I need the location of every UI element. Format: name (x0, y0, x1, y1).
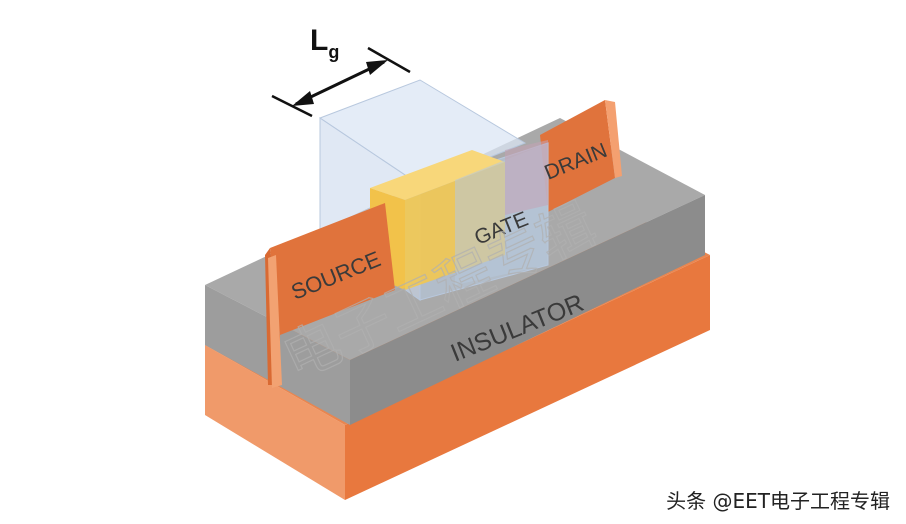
channel-top (370, 150, 505, 200)
source-fin-front (270, 203, 395, 335)
drain-overlap-tint (505, 140, 548, 215)
dimension-tick-right (367, 46, 411, 74)
substrate-left-face (205, 345, 345, 500)
footer-watermark: 头条 @EET电子工程专辑 (666, 489, 890, 513)
gate-length-label: Lg (310, 24, 339, 62)
drain-fin (540, 100, 622, 212)
gate-length-sub: g (328, 42, 339, 62)
arrowhead-left (292, 91, 314, 106)
insulator-front-face (350, 195, 705, 425)
gate-length-main: L (310, 24, 328, 57)
drain-fin-edge (605, 100, 622, 178)
gate-length-dimension: Lg (271, 24, 411, 118)
arrowhead-right (366, 60, 388, 75)
source-fin (265, 203, 395, 388)
substrate-front-face (345, 255, 710, 500)
drain-fin-front (540, 100, 615, 212)
source-fin-edge (268, 255, 282, 388)
